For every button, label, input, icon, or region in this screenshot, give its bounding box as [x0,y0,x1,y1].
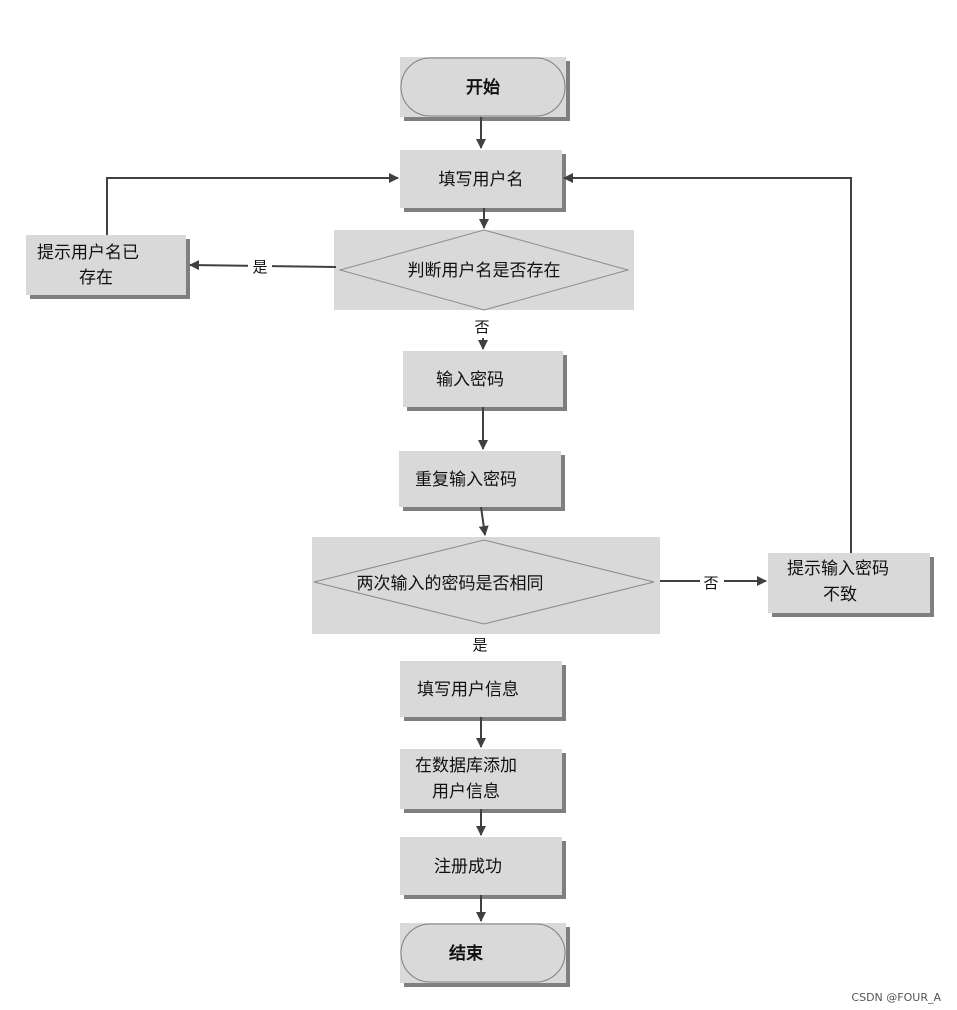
fill-userinfo-node: 填写用户信息 [400,661,566,721]
watermark: CSDN @FOUR_A [851,991,941,1004]
enter-password-node: 输入密码 [403,351,567,411]
compare-passwords-label: 两次输入的密码是否相同 [357,574,544,594]
mismatch-line1: 提示输入密码 [787,559,889,579]
fill-userinfo-label: 填写用户信息 [417,680,519,700]
repeat-password-label: 重复输入密码 [415,470,517,490]
register-success-node: 注册成功 [400,837,566,899]
start-node: 开始 [400,57,570,121]
edge-label-no-1: 否 [474,318,489,336]
register-success-label: 注册成功 [434,857,502,877]
arrow-repeat-to-compare [478,506,489,536]
username-exists-line2: 存在 [79,268,113,288]
check-username-node: 判断用户名是否存在 [334,229,634,311]
username-exists-line1: 提示用户名已 [37,243,139,263]
enter-password-label: 输入密码 [436,370,504,390]
username-exists-node: 提示用户名已 存在 [26,235,190,299]
compare-passwords-node: 两次输入的密码是否相同 [312,537,660,634]
end-node: 结束 [400,923,570,987]
edge-label-no-2: 否 [703,574,718,592]
start-label: 开始 [466,77,500,98]
repeat-password-node: 重复输入密码 [399,451,565,511]
mismatch-line2: 不致 [823,585,857,605]
fill-username-label: 填写用户名 [439,170,524,190]
arrow-mismatch-back-to-fill-username [563,173,852,553]
db-add-line1: 在数据库添加 [415,756,517,776]
arrow-exists-back-to-fill-username [106,173,399,235]
edge-label-yes-1: 是 [252,258,267,276]
db-add-line2: 用户信息 [432,782,500,802]
mismatch-node: 提示输入密码 不致 [768,553,934,617]
fill-username-node: 填写用户名 [400,150,566,212]
check-username-label: 判断用户名是否存在 [408,261,561,281]
edge-label-yes-2: 是 [472,636,487,654]
connectors [106,117,852,922]
end-label: 结束 [449,943,483,964]
db-add-node: 在数据库添加 用户信息 [400,749,566,813]
